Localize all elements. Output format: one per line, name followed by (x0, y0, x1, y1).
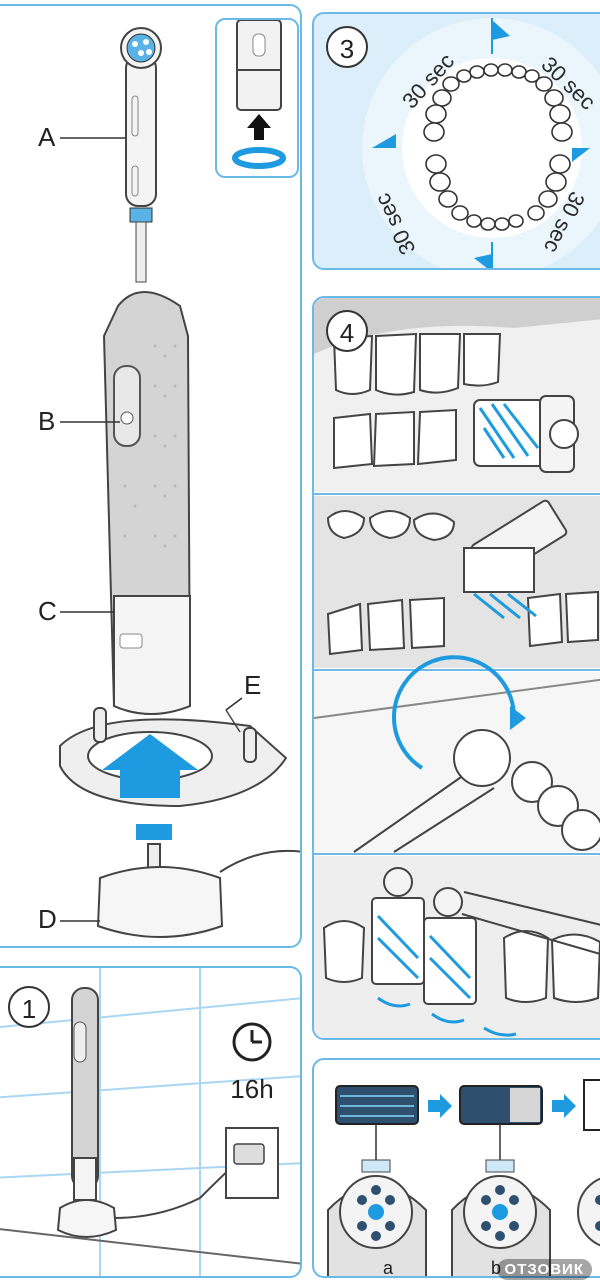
insert-arrow-icon (102, 734, 198, 798)
step-1-panel: 16h 1 (0, 966, 302, 1278)
upper-teeth (423, 63, 573, 142)
brush-head-a (327, 1159, 427, 1276)
brushing-scene-top (314, 496, 600, 668)
bristle-worn (459, 1085, 543, 1125)
brush-head (120, 27, 162, 283)
brush-head-c (577, 1177, 600, 1247)
step-number-4: 4 (326, 310, 368, 352)
label-b: B (38, 406, 56, 436)
step-3-panel: 30 sec 30 sec 30 sec 30 sec 3 (312, 12, 600, 270)
small-toothbrush (56, 987, 118, 1238)
rotation-arrow-icon (392, 655, 517, 770)
label-leader-lines (60, 137, 243, 922)
toothbrush-handle (102, 291, 192, 715)
mouth-quadrants-illustration: 30 sec 30 sec 30 sec 30 sec (362, 18, 600, 268)
arrow-right-icon (552, 1094, 576, 1118)
brush-ring-inset (215, 18, 299, 178)
section-marker-icon (372, 20, 590, 268)
wall-outlet (225, 1127, 279, 1199)
step-number-3: 3 (326, 26, 368, 68)
label-a: A (38, 122, 56, 152)
charger-base (96, 843, 300, 938)
brushing-scene-rotation (314, 655, 600, 853)
bristle-wear-illustration: a b (327, 1079, 600, 1278)
arrow-right-icon (428, 1094, 452, 1118)
bristle-indicator-panel: a b (312, 1058, 600, 1278)
clock-icon (232, 1022, 272, 1062)
caption-b: b (491, 1258, 501, 1278)
label-e: E (244, 670, 262, 700)
brushing-technique-illustration (314, 298, 600, 1038)
label-c: C (38, 596, 57, 626)
connector-marker (136, 824, 172, 840)
step-4-panel: 4 (312, 296, 600, 1040)
bristle-new (335, 1085, 419, 1125)
toothbrush-illustration (59, 27, 300, 938)
brushing-scene-front (314, 298, 600, 492)
brushing-scene-side (314, 856, 600, 1038)
brush-head-b (451, 1159, 551, 1276)
charge-duration: 16h (230, 1074, 273, 1104)
label-d: D (38, 904, 57, 934)
caption-a: a (383, 1258, 394, 1278)
lower-teeth (425, 154, 571, 231)
step-number-1: 1 (8, 986, 50, 1028)
up-arrow-icon (247, 114, 271, 140)
charging-scene-illustration: 16h (0, 968, 300, 1276)
watermark: ОТЗОВИК (496, 1259, 592, 1280)
brush-ring-illustration (232, 20, 286, 169)
